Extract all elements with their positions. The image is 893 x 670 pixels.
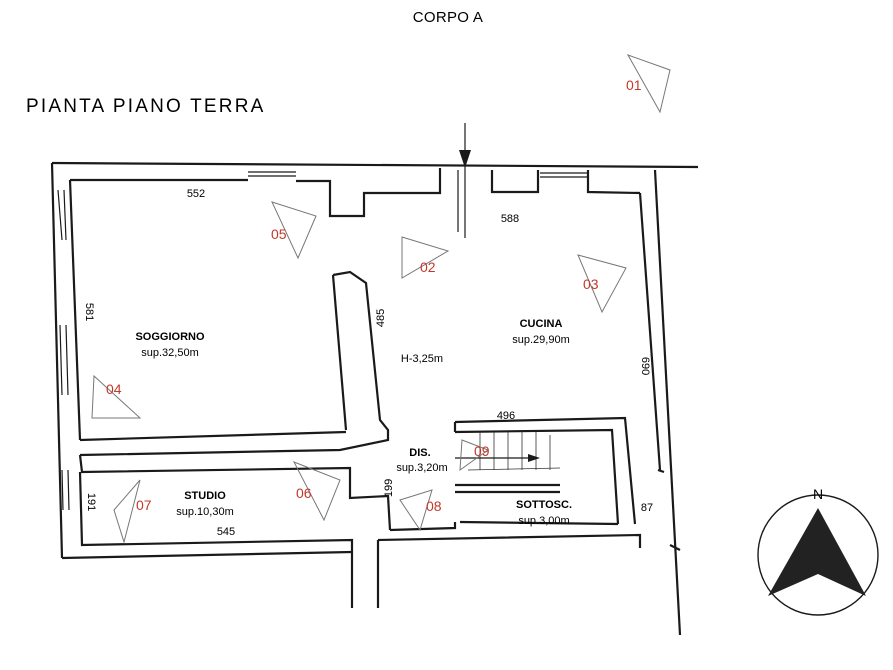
compass-arrow-icon <box>768 508 866 596</box>
photo-point-06: 06 <box>296 485 312 501</box>
dimension-690: 690 <box>639 357 651 375</box>
photo-point-01: 01 <box>626 77 642 93</box>
plan-subtitle: PIANTA PIANO TERRA <box>26 96 266 117</box>
photo-point-07: 07 <box>136 497 152 513</box>
dimension-496: 496 <box>497 410 515 422</box>
room-area-soggiorno: sup.32,50m <box>141 347 198 359</box>
compass-ring <box>757 494 879 616</box>
room-name-studio: STUDIO <box>184 490 226 502</box>
photo-point-02: 02 <box>420 259 436 275</box>
dimension-581: 581 <box>83 303 95 321</box>
photo-point-08: 08 <box>426 498 442 514</box>
plan-title: CORPO A <box>413 9 483 26</box>
room-area-sottosc: sup.3,00m <box>518 515 569 527</box>
ceiling-height-label: H-3,25m <box>401 353 443 365</box>
dimension-199: 199 <box>383 479 395 497</box>
room-name-soggiorno: SOGGIORNO <box>135 331 205 343</box>
photo-point-05: 05 <box>271 226 287 242</box>
dimension-545: 545 <box>217 526 235 538</box>
dimension-588: 588 <box>501 213 519 225</box>
photo-markers <box>91 54 671 544</box>
photo-point-03: 03 <box>583 276 599 292</box>
room-area-studio: sup.10,30m <box>176 506 233 518</box>
photo-point-04: 04 <box>106 381 122 397</box>
dimension-485: 485 <box>375 309 387 327</box>
walls <box>50 123 699 636</box>
dimension-191: 191 <box>85 493 97 511</box>
dimension-87: 87 <box>641 502 653 514</box>
room-name-dis: DIS. <box>409 447 430 459</box>
photo-point-09: 09 <box>474 443 490 459</box>
compass-north-label: N <box>813 486 823 502</box>
room-name-cucina: CUCINA <box>520 318 563 330</box>
room-name-sottosc: SOTTOSC. <box>516 499 572 511</box>
room-area-dis: sup.3,20m <box>396 462 447 474</box>
dimension-552: 552 <box>187 188 205 200</box>
room-area-cucina: sup.29,90m <box>512 334 569 346</box>
north-compass: N <box>757 486 879 616</box>
